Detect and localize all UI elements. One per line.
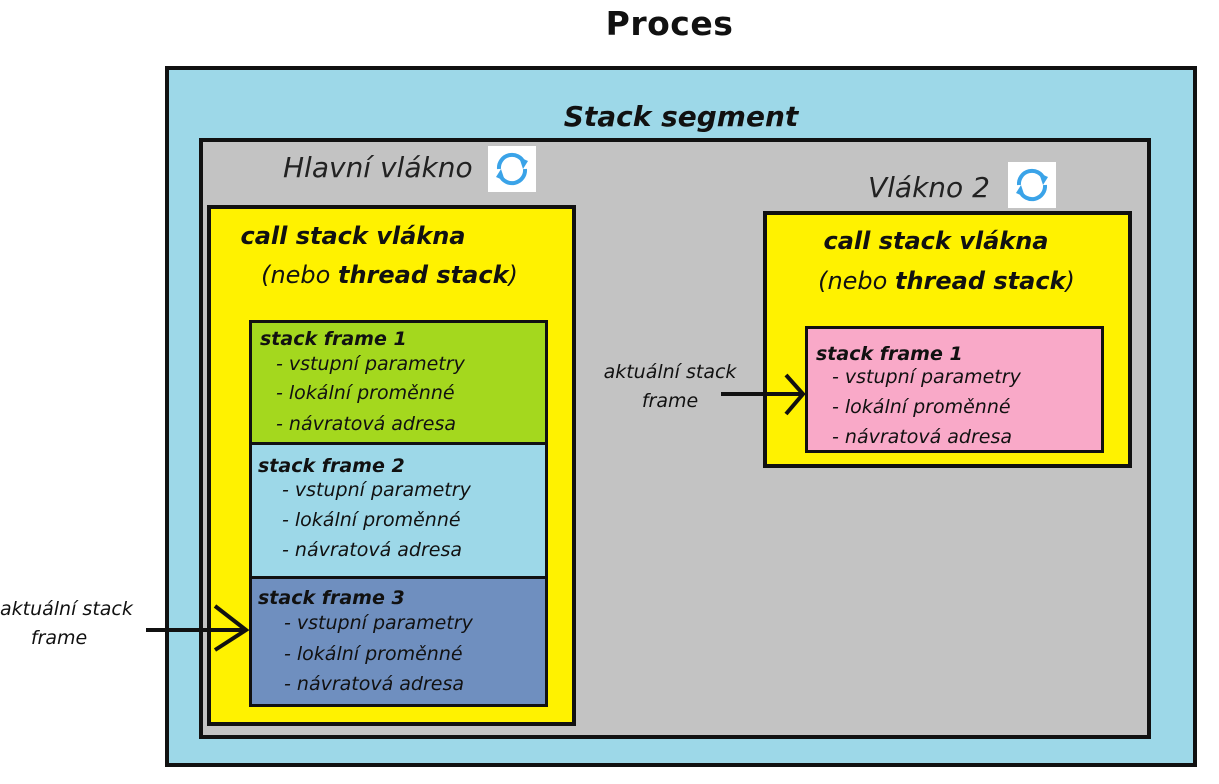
frame-title: stack frame 1 xyxy=(260,328,407,350)
refresh-icon xyxy=(488,146,536,192)
frame-title: stack frame 2 xyxy=(258,455,405,477)
refresh-icon xyxy=(1008,162,1056,208)
frame-item: - lokální proměnné xyxy=(832,396,1011,418)
current-frame-label-thread-2: aktuální stack frame xyxy=(603,361,737,412)
frame-item: - lokální proměnné xyxy=(276,382,455,404)
thread-2-stack-frame-1 xyxy=(805,326,1104,453)
main-call-stack-title: call stack vlákna xyxy=(240,222,466,250)
diagram-title: Proces xyxy=(605,4,734,43)
frame-item: - vstupní parametry xyxy=(282,479,471,501)
main-stack-frame-1 xyxy=(249,320,548,445)
current-frame-label-main: aktuální stack frame xyxy=(0,598,133,649)
main-call-stack-subtitle: (nebo thread stack) xyxy=(261,261,518,289)
stack-segment-label: Stack segment xyxy=(563,100,799,133)
main-thread-title: Hlavní vlákno xyxy=(283,151,473,184)
frame-title: stack frame 1 xyxy=(816,343,963,365)
frame-item: - návratová adresa xyxy=(282,539,463,561)
thread-2-call-stack-subtitle: (nebo thread stack) xyxy=(818,267,1075,295)
main-stack-frame-2 xyxy=(249,442,548,579)
thread-2-title: Vlákno 2 xyxy=(868,171,990,204)
frame-item: - návratová adresa xyxy=(276,413,457,435)
frame-item: - vstupní parametry xyxy=(832,366,1021,388)
frame-title: stack frame 3 xyxy=(258,587,405,609)
frame-item: - vstupní parametry xyxy=(276,353,465,375)
frame-item: - návratová adresa xyxy=(832,426,1013,448)
frame-item: - návratová adresa xyxy=(284,673,465,695)
frame-item: - vstupní parametry xyxy=(284,612,473,634)
frame-item: - lokální proměnné xyxy=(284,643,463,665)
main-stack-frame-3 xyxy=(249,576,548,707)
thread-2-call-stack-title: call stack vlákna xyxy=(823,227,1049,255)
frame-item: - lokální proměnné xyxy=(282,509,461,531)
